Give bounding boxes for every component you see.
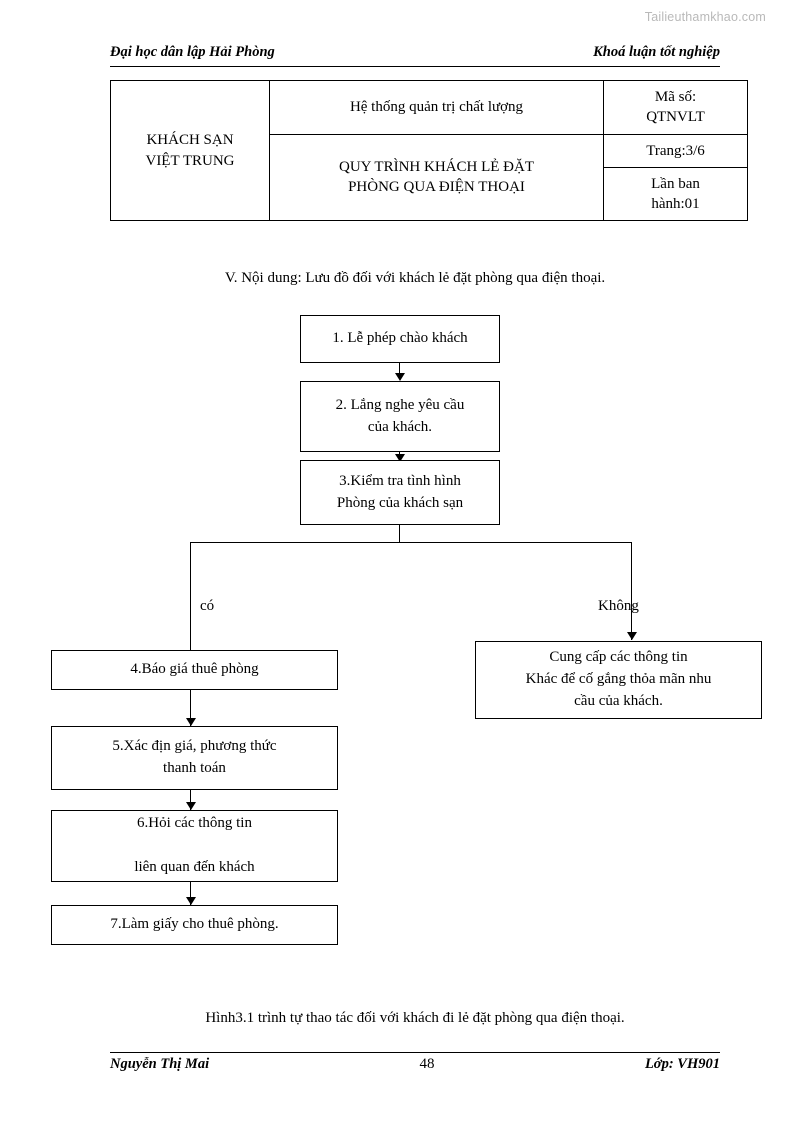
connector-step6-step7 bbox=[190, 882, 191, 905]
issue-number-cell: Lần ban hành:01 bbox=[603, 166, 748, 222]
watermark: Tailieuthamkhao.com bbox=[644, 10, 766, 24]
split-horizontal-line bbox=[190, 542, 632, 543]
flow-box-step6: 6.Hỏi các thông tin liên quan đến khách bbox=[51, 810, 338, 882]
label-yes: có bbox=[200, 598, 215, 614]
flowchart: 1. Lễ phép chào khách 2. Lắng nghe yêu c… bbox=[0, 305, 794, 965]
connector-step3-split bbox=[399, 525, 400, 542]
code-cell: Mã số: QTNVLT bbox=[603, 80, 748, 135]
footer-divider bbox=[110, 1052, 720, 1053]
hotel-name-cell: KHÁCH SẠN VIỆT TRUNG bbox=[110, 79, 270, 222]
footer-class: Lớp: VH901 bbox=[644, 1056, 720, 1072]
document-footer: Nguyễn Thị Mai 48 Lớp: VH901 bbox=[110, 1056, 720, 1073]
quality-system-cell: Hệ thống quản trị chất lượng bbox=[269, 80, 604, 135]
split-right-branch bbox=[631, 542, 632, 640]
section-heading: V. Nội dung: Lưu đồ đối với khách lẻ đặt… bbox=[224, 270, 606, 286]
footer-page-number: 48 bbox=[419, 1056, 435, 1072]
label-no: Không bbox=[598, 598, 639, 614]
flow-box-step1: 1. Lễ phép chào khách bbox=[300, 315, 500, 363]
header-right-text: Khoá luận tốt nghiệp bbox=[593, 44, 720, 60]
arrow-step2-step3 bbox=[395, 454, 405, 462]
table-row: KHÁCH SẠN VIỆT TRUNG Hệ thống quản trị c… bbox=[110, 79, 748, 222]
arrow-step1-step2 bbox=[395, 373, 405, 381]
flow-box-step4: 4.Báo giá thuê phòng bbox=[51, 650, 338, 690]
flow-box-step3: 3.Kiểm tra tình hình Phòng của khách sạn bbox=[300, 460, 500, 525]
connector-step1-step2 bbox=[399, 363, 400, 379]
header-divider bbox=[110, 66, 720, 67]
flow-box-step2: 2. Lắng nghe yêu cầu của khách. bbox=[300, 381, 500, 452]
arrow-step6-step7 bbox=[186, 897, 196, 905]
flow-box-step5: 5.Xác địn giá, phương thức thanh toán bbox=[51, 726, 338, 790]
document-identification-table: KHÁCH SẠN VIỆT TRUNG Hệ thống quản trị c… bbox=[110, 79, 748, 222]
split-left-branch bbox=[190, 542, 191, 660]
footer-author: Nguyễn Thị Mai bbox=[110, 1056, 210, 1072]
table-row: QUY TRÌNH KHÁCH LẺ ĐẶT PHÒNG QUA ĐIỆN TH… bbox=[111, 133, 748, 222]
document-header: Đại học dân lập Hải Phòng Khoá luận tốt … bbox=[110, 44, 720, 61]
header-left-text: Đại học dân lập Hải Phòng bbox=[110, 44, 275, 60]
flow-box-step7: 7.Làm giấy cho thuê phòng. bbox=[51, 905, 338, 945]
arrow-right-branch bbox=[627, 632, 637, 640]
arrow-step5-step6 bbox=[186, 802, 196, 810]
connector-step5-step6 bbox=[190, 790, 191, 810]
page-number-cell: Trang:3/6 bbox=[603, 133, 748, 168]
procedure-title-cell: QUY TRÌNH KHÁCH LẺ ĐẶT PHÒNG QUA ĐIỆN TH… bbox=[269, 133, 604, 222]
arrow-step4-step5 bbox=[186, 718, 196, 726]
flow-box-branch-no: Cung cấp các thông tin Khác để cố gắng t… bbox=[475, 641, 762, 719]
figure-caption: Hình3.1 trình tự thao tác đối với khách … bbox=[205, 1010, 625, 1026]
table-row: Lần ban hành:01 bbox=[111, 166, 748, 222]
connector-step4-step5 bbox=[190, 690, 191, 726]
